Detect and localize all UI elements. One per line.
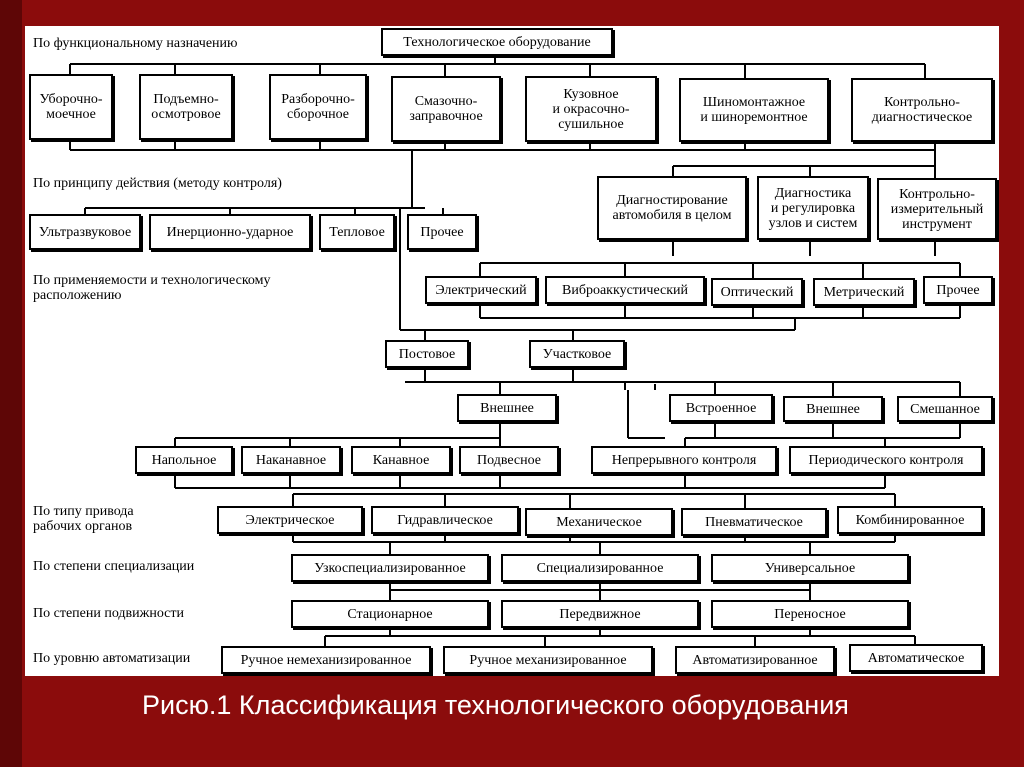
mobility-box: Стационарное [291, 600, 489, 628]
label-principle: По принципу действия (методу контроля) [33, 176, 282, 191]
slide-left-edge [0, 0, 22, 767]
functional-box: Подъемно- осмотровое [139, 74, 233, 140]
installation-box: Напольное [135, 446, 233, 474]
specialization-box: Узкоспециализированное [291, 554, 489, 582]
method-box: Прочее [923, 276, 993, 304]
functional-box: Кузовное и окрасочно- сушильное [525, 76, 657, 142]
control-box: Непрерывного контроля [591, 446, 777, 474]
installation-box: Канавное [351, 446, 451, 474]
connector-lines [69, 56, 961, 646]
principle-box: Инерционно-ударное [149, 214, 311, 250]
label-automation: По уровню автоматизации [33, 651, 191, 666]
principle-box: Тепловое [319, 214, 395, 250]
method-box: Метрический [813, 278, 915, 306]
diagnostic-box: Диагностирование автомобиля в целом [597, 176, 747, 240]
figure-caption: Рисю.1 Классификация технологического об… [142, 690, 849, 720]
label-specialization: По степени специализации [33, 559, 195, 574]
functional-box: Контрольно- диагностическое [851, 78, 993, 142]
method-box: Виброаккустический [545, 276, 705, 304]
specialization-box: Универсальное [711, 554, 909, 582]
installation-box: Наканавное [241, 446, 341, 474]
principle-box: Прочее [407, 214, 477, 250]
automation-box: Автоматизированное [675, 646, 835, 674]
diagnostic-box: Контрольно- измерительный инструмент [877, 178, 997, 240]
placement-box: Постовое [385, 340, 469, 368]
principle-box: Ультразвуковое [29, 214, 141, 250]
installation-box: Подвесное [459, 446, 559, 474]
label-applicability: По применяемости и технологическому расп… [33, 273, 271, 303]
functional-box: Разборочно- сборочное [269, 74, 367, 140]
diagram-sheet: Технологическое оборудование По функцион… [25, 26, 999, 676]
functional-box: Уборочно- моечное [29, 74, 113, 140]
drive-box: Механическое [525, 508, 673, 536]
label-mobility: По степени подвижности [33, 606, 184, 621]
mounting-box: Смешанное [897, 396, 993, 422]
automation-box: Ручное механизированное [443, 646, 653, 674]
control-box: Периодического контроля [789, 446, 983, 474]
automation-box: Автоматическое [849, 644, 983, 672]
diagnostic-box: Диагностика и регулировка узлов и систем [757, 176, 869, 240]
label-functional: По функциональному назначению [33, 36, 238, 51]
mounting-box: Встроенное [669, 394, 773, 422]
external-box: Внешнее [457, 394, 557, 422]
mobility-box: Переносное [711, 600, 909, 628]
mounting-box: Внешнее [783, 396, 883, 422]
specialization-box: Специализированное [501, 554, 699, 582]
drive-box: Комбинированное [837, 506, 983, 534]
functional-box: Смазочно- заправочное [391, 76, 501, 142]
functional-box: Шиномонтажное и шиноремонтное [679, 78, 829, 142]
root-box: Технологическое оборудование [381, 28, 613, 56]
drive-box: Пневматическое [681, 508, 827, 536]
drive-box: Электрическое [217, 506, 363, 534]
method-box: Электрический [425, 276, 537, 304]
automation-box: Ручное немеханизированное [221, 646, 431, 674]
placement-box: Участковое [529, 340, 625, 368]
drive-box: Гидравлическое [371, 506, 519, 534]
mobility-box: Передвижное [501, 600, 699, 628]
label-drive: По типу привода рабочих органов [33, 504, 134, 534]
method-box: Оптический [711, 278, 803, 306]
